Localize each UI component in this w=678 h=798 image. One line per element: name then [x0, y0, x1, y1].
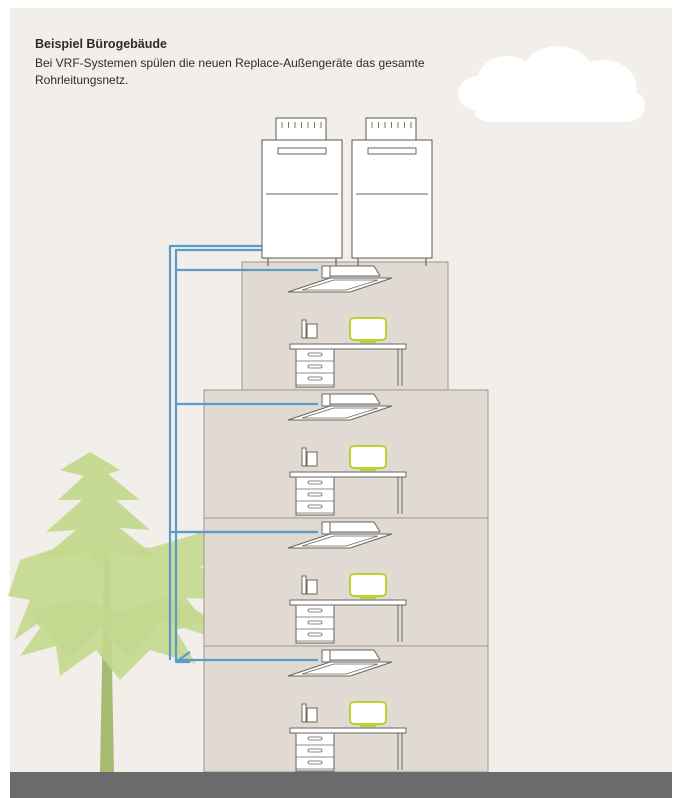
desk-icon	[289, 573, 407, 644]
phone-handset	[301, 575, 307, 595]
cassette-body	[323, 521, 381, 533]
cassette-body	[323, 393, 381, 405]
drawer-handle	[307, 376, 323, 381]
drawer-handle	[307, 352, 323, 357]
cassette-grille	[301, 535, 379, 547]
cassette-pipe-box	[321, 649, 331, 663]
desk-icon	[289, 317, 407, 388]
drawer-handle	[307, 608, 323, 613]
caption-title: Beispiel Bürogebäude	[35, 37, 167, 51]
ceiling-cassette-icon	[287, 393, 393, 421]
drawer-cabinet-icon	[295, 476, 335, 516]
caption-text: Bei VRF-Systemen spülen die neuen Replac…	[35, 56, 425, 87]
drawer-handle	[307, 736, 323, 741]
phone-handset	[301, 319, 307, 339]
phone-handset	[301, 703, 307, 723]
desk-icon	[289, 701, 407, 772]
monitor-icon	[349, 317, 387, 341]
drawer-handle	[307, 480, 323, 485]
monitor-icon	[349, 445, 387, 469]
phone-icon	[306, 707, 318, 723]
drawer-handle	[307, 504, 323, 509]
caption: Beispiel Bürogebäude Bei VRF-Systemen sp…	[35, 36, 495, 89]
cassette-pipe-box	[321, 521, 331, 535]
unit-body	[351, 139, 433, 259]
ceiling-cassette-icon	[287, 649, 393, 677]
cassette-panel	[287, 277, 393, 293]
cassette-grille	[301, 663, 379, 675]
cassette-pipe-box	[321, 393, 331, 407]
building	[203, 261, 489, 773]
cloud-icon	[458, 46, 646, 122]
desk-top	[289, 727, 407, 734]
phone-handset	[301, 447, 307, 467]
desk-top	[289, 471, 407, 478]
monitor-icon	[349, 573, 387, 597]
unit-panel	[277, 147, 327, 155]
ground	[10, 772, 672, 798]
tree-icon	[8, 452, 246, 774]
tree-foliage	[40, 452, 160, 570]
pipe-tail	[175, 651, 191, 663]
office-desks	[289, 317, 407, 772]
monitor-icon	[349, 701, 387, 725]
desk-icon	[289, 445, 407, 516]
cassette-grille	[301, 407, 379, 419]
cassette-panel	[287, 533, 393, 549]
phone-icon	[306, 451, 318, 467]
fan-grille	[275, 117, 327, 143]
desk-top	[289, 599, 407, 606]
cassette-grille	[301, 279, 379, 291]
outdoor-unit-right	[351, 117, 433, 266]
drawer-handle	[307, 632, 323, 637]
unit-body	[261, 139, 343, 259]
phone-icon	[306, 579, 318, 595]
ceiling-cassette-icon	[287, 265, 393, 293]
drawer-handle	[307, 760, 323, 765]
drawer-handle	[307, 748, 323, 753]
unit-panel	[367, 147, 417, 155]
cassette-body	[323, 649, 381, 661]
pipe-main	[174, 248, 300, 664]
ceiling-cassette-icon	[287, 521, 393, 549]
drawer-handle	[307, 492, 323, 497]
fan-grille	[365, 117, 417, 143]
drawer-handle	[307, 620, 323, 625]
cassette-body	[323, 265, 381, 277]
indoor-units	[287, 265, 393, 677]
tree-foliage	[20, 596, 214, 680]
outdoor-units	[261, 117, 433, 266]
cassette-pipe-box	[321, 265, 331, 279]
cassette-panel	[287, 405, 393, 421]
drawer-handle	[307, 364, 323, 369]
phone-icon	[306, 323, 318, 339]
outdoor-unit-left	[261, 117, 343, 266]
cassette-panel	[287, 661, 393, 677]
desk-top	[289, 343, 407, 350]
